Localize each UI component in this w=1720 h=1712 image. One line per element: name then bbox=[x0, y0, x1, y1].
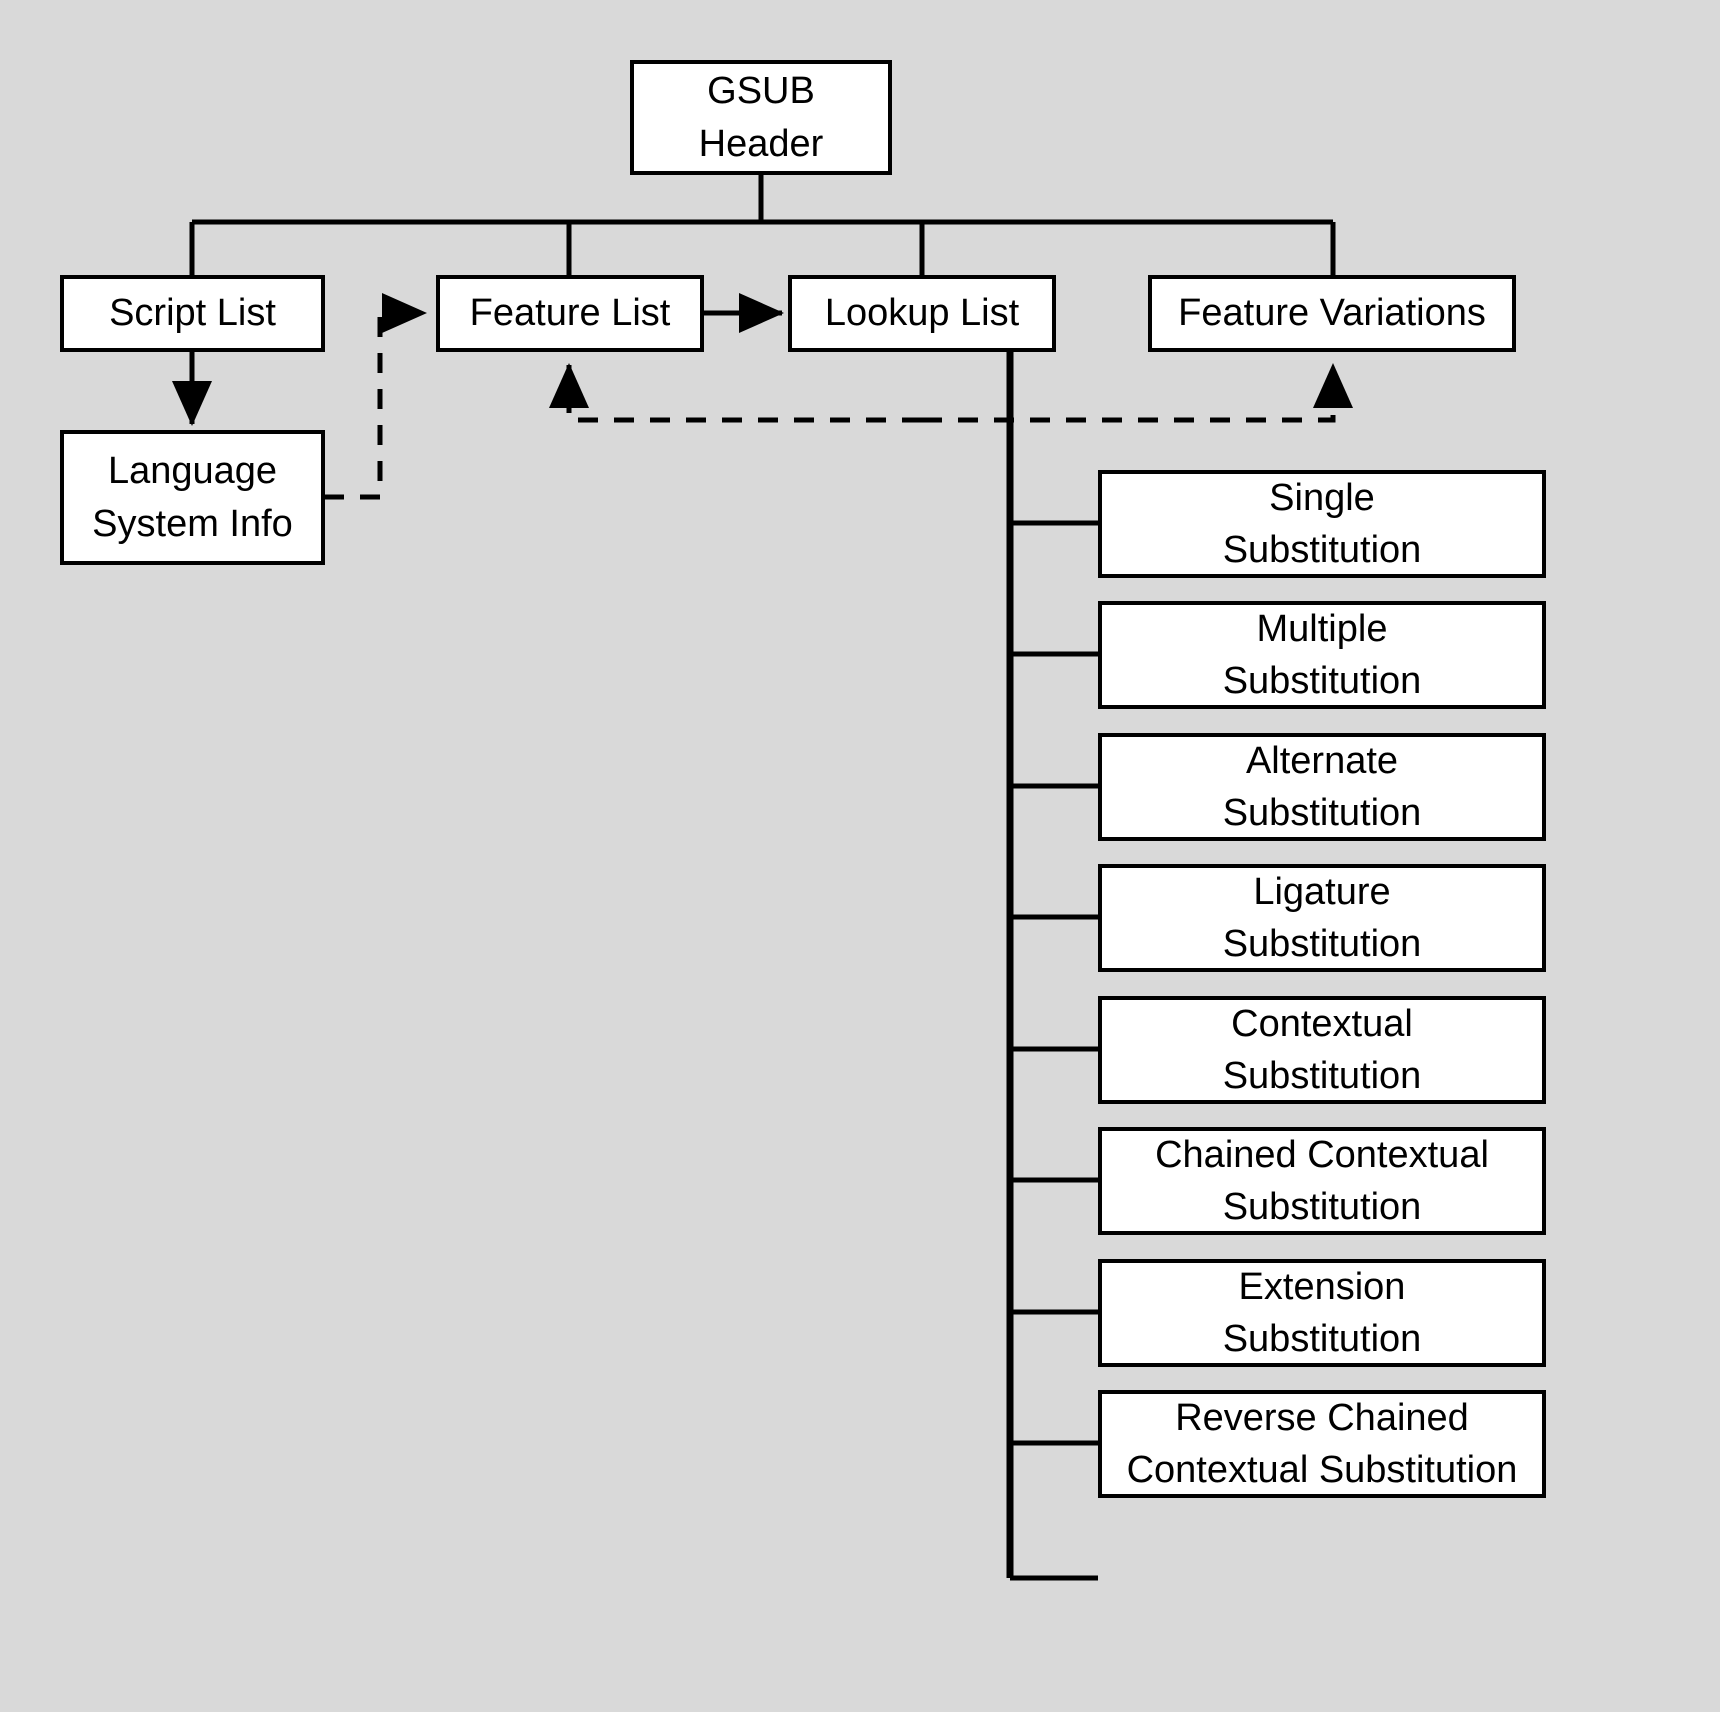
node-language-system-info[interactable]: Language System Info bbox=[60, 430, 325, 565]
node-feature-list-label: Feature List bbox=[469, 292, 671, 335]
node-feature-list[interactable]: Feature List bbox=[436, 275, 704, 352]
node-multiple-substitution-line2: Substitution bbox=[1222, 660, 1422, 702]
node-extension-substitution-line1: Extension bbox=[1238, 1265, 1406, 1308]
node-alternate-substitution[interactable]: Alternate Substitution bbox=[1098, 733, 1546, 841]
node-ligature-substitution[interactable]: Ligature Substitution bbox=[1098, 864, 1546, 972]
node-ligature-substitution-line2: Substitution bbox=[1222, 923, 1422, 965]
node-language-system-info-line2: System Info bbox=[92, 502, 293, 545]
node-extension-substitution[interactable]: Extension Substitution bbox=[1098, 1259, 1546, 1367]
node-single-substitution-line2: Substitution bbox=[1222, 529, 1422, 571]
node-script-list-label: Script List bbox=[109, 292, 276, 335]
node-single-substitution[interactable]: Single Substitution bbox=[1098, 470, 1546, 578]
node-reverse-chained-contextual-substitution-line1: Reverse Chained bbox=[1175, 1396, 1469, 1439]
node-language-system-info-line1: Language bbox=[107, 450, 278, 493]
node-chained-contextual-substitution-line1: Chained Contextual bbox=[1155, 1133, 1489, 1176]
node-extension-substitution-line2: Substitution bbox=[1222, 1318, 1422, 1360]
node-reverse-chained-contextual-substitution-line2: Contextual Substitution bbox=[1126, 1449, 1518, 1491]
node-alternate-substitution-line1: Alternate bbox=[1245, 739, 1399, 782]
node-chained-contextual-substitution-line2: Substitution bbox=[1222, 1186, 1422, 1228]
connector-lookup-to-feature-variations bbox=[922, 363, 1353, 423]
node-reverse-chained-contextual-substitution[interactable]: Reverse Chained Contextual Substitution bbox=[1098, 1390, 1546, 1498]
node-gsub-header-line2: Header bbox=[698, 122, 824, 165]
node-script-list[interactable]: Script List bbox=[60, 275, 325, 352]
connector-lookup-types-trunk bbox=[1006, 350, 1098, 1581]
node-chained-contextual-substitution[interactable]: Chained Contextual Substitution bbox=[1098, 1127, 1546, 1235]
node-feature-variations-label: Feature Variations bbox=[1178, 292, 1486, 335]
node-multiple-substitution-line1: Multiple bbox=[1256, 607, 1388, 650]
node-contextual-substitution-line1: Contextual bbox=[1231, 1002, 1413, 1045]
node-contextual-substitution-line2: Substitution bbox=[1222, 1055, 1422, 1097]
node-alternate-substitution-line2: Substitution bbox=[1222, 792, 1422, 834]
node-feature-variations[interactable]: Feature Variations bbox=[1148, 275, 1516, 352]
connector-language-to-feature bbox=[324, 293, 427, 500]
node-multiple-substitution[interactable]: Multiple Substitution bbox=[1098, 601, 1546, 709]
node-ligature-substitution-line1: Ligature bbox=[1253, 870, 1391, 913]
node-single-substitution-line1: Single bbox=[1269, 476, 1375, 519]
node-gsub-header-line1: GSUB bbox=[707, 70, 815, 113]
node-lookup-list[interactable]: Lookup List bbox=[788, 275, 1056, 352]
node-contextual-substitution[interactable]: Contextual Substitution bbox=[1098, 996, 1546, 1104]
node-lookup-list-label: Lookup List bbox=[824, 292, 1020, 335]
connector-lookup-to-feature bbox=[549, 363, 922, 423]
node-gsub-header[interactable]: GSUB Header bbox=[630, 60, 892, 175]
connector-header-to-bus bbox=[189, 172, 1336, 277]
